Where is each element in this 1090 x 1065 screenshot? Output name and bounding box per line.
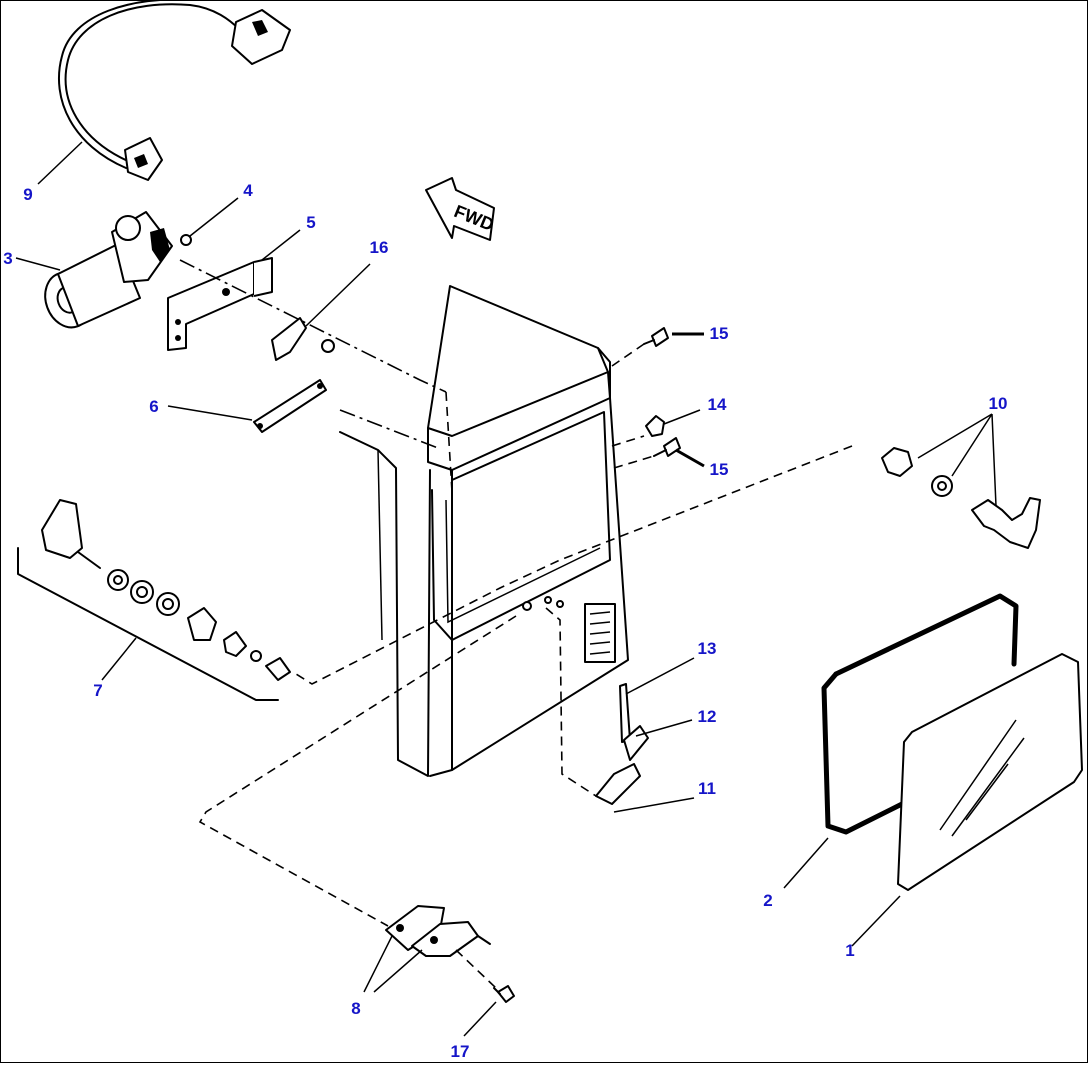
louver-vent <box>584 603 616 663</box>
wiring-harness <box>57 0 291 181</box>
callout-1: 1 <box>845 941 854 960</box>
fwd-arrow: FWD <box>425 177 497 241</box>
wiper-pivot-assembly <box>17 499 291 701</box>
callout-12: 12 <box>698 707 717 726</box>
callout-5: 5 <box>306 213 315 232</box>
callout-14: 14 <box>708 395 727 414</box>
assembly-lines <box>179 259 853 989</box>
link-arm <box>253 317 335 433</box>
door-handle-assembly <box>595 683 649 805</box>
callout-15-lower: 15 <box>710 460 729 479</box>
window-assembly <box>821 593 1083 891</box>
callout-7: 7 <box>93 681 102 700</box>
callout-labels: 1 2 3 4 5 6 7 8 9 10 11 12 13 14 15 15 1… <box>3 181 1007 1061</box>
callout-3: 3 <box>3 249 12 268</box>
callout-9: 9 <box>23 185 32 204</box>
leader-lines <box>15 141 997 1037</box>
callout-2: 2 <box>763 891 772 910</box>
cab-body <box>339 285 629 777</box>
mounting-bracket <box>167 257 273 351</box>
callout-15-upper: 15 <box>710 324 729 343</box>
callout-13: 13 <box>698 639 717 658</box>
callout-17: 17 <box>451 1042 470 1061</box>
callout-8: 8 <box>351 999 360 1018</box>
callout-11: 11 <box>698 779 716 798</box>
callout-16: 16 <box>370 238 389 257</box>
fasteners <box>643 327 1041 549</box>
wiper-motor <box>44 211 192 329</box>
callout-4: 4 <box>243 181 253 200</box>
callout-6: 6 <box>149 397 158 416</box>
hinge-assembly <box>385 905 515 1003</box>
callout-10: 10 <box>989 394 1008 413</box>
